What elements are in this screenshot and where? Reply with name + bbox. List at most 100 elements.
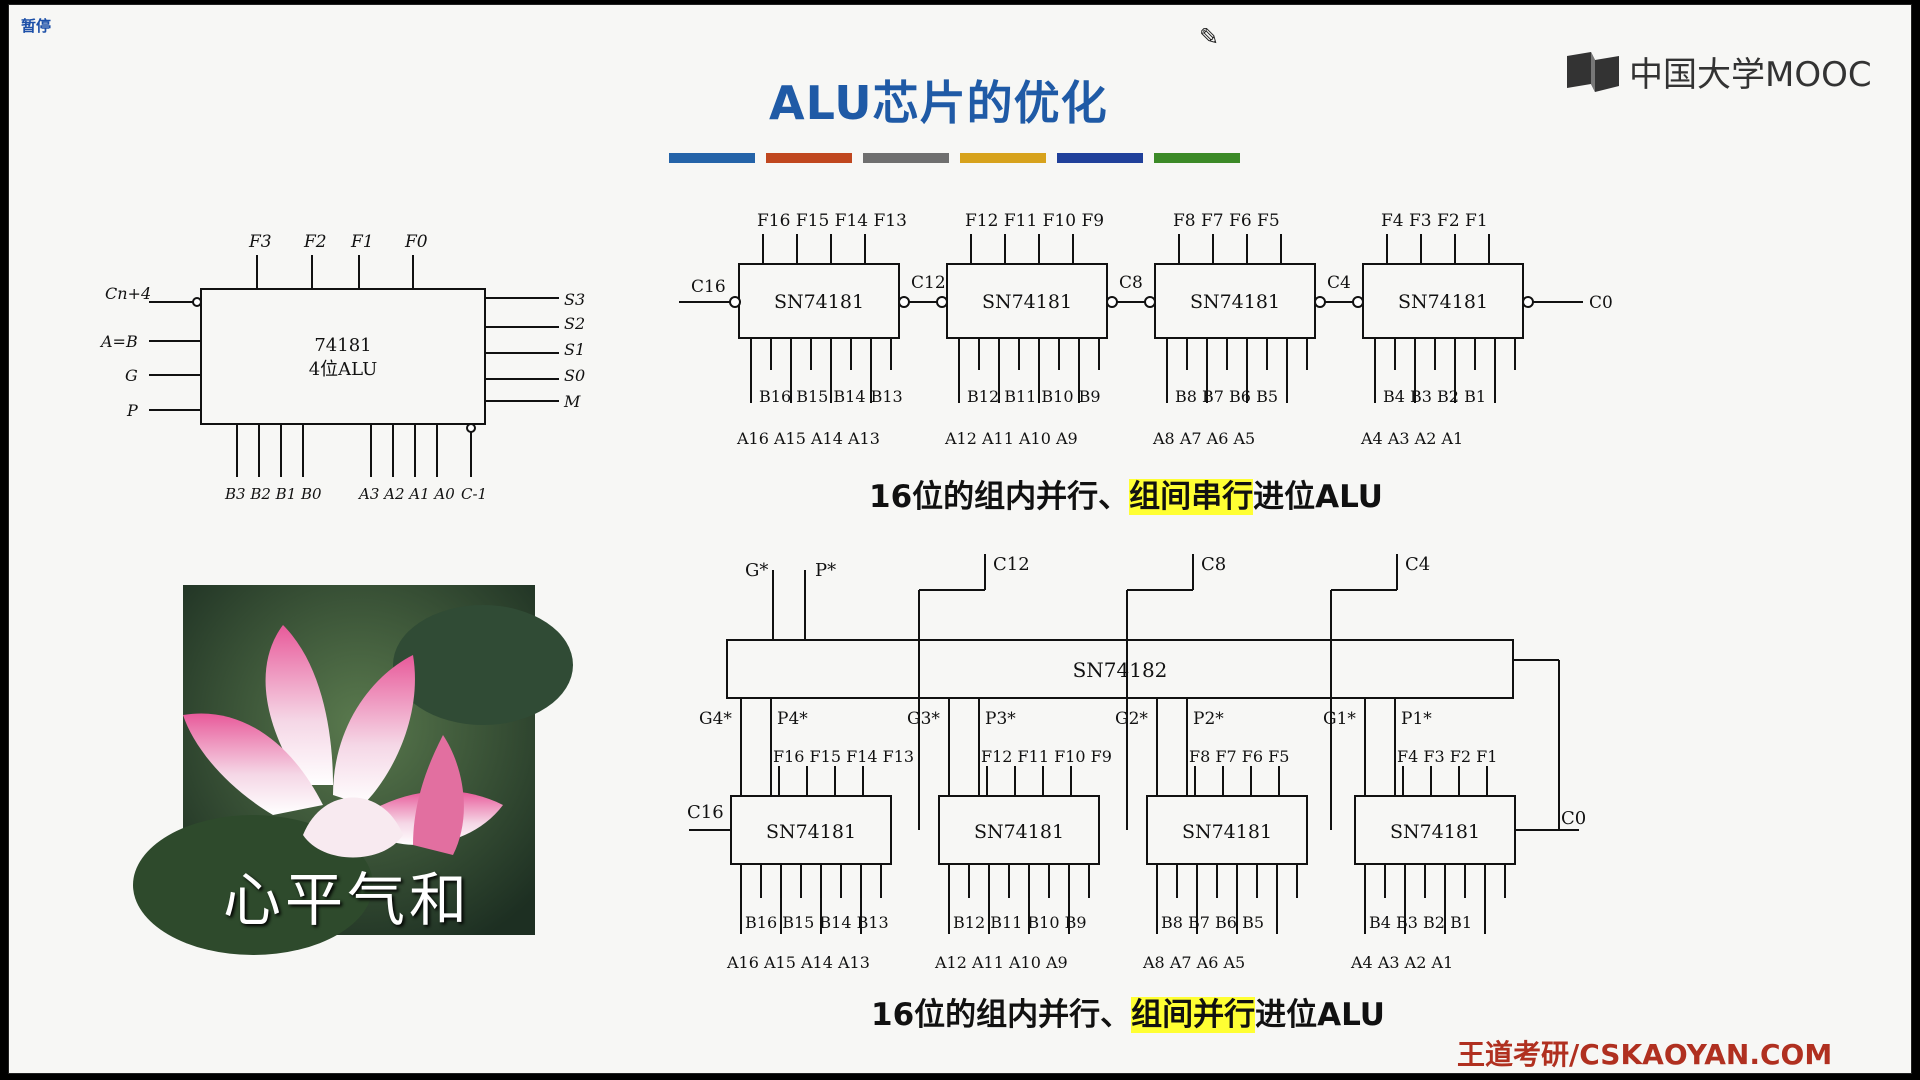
mooc-logo: 中国大学MOOC [1565, 47, 1872, 96]
carry-label: C8 [1119, 273, 1143, 293]
b-group-label: B8 B7 B6 B5 [1175, 387, 1278, 406]
carry-bubble [1522, 296, 1534, 308]
sn74181-chip [1146, 795, 1308, 865]
color-bar-segment [863, 153, 949, 163]
f-group-label: F4 F3 F2 F1 [1381, 211, 1488, 231]
color-bar-segment [669, 153, 755, 163]
pin-s0: S0 [564, 366, 585, 385]
b-group-label: B12 B11 B10 B9 [953, 913, 1087, 932]
gstar-label: G* [745, 560, 768, 581]
color-bar-segment [1057, 153, 1143, 163]
serial-caption-pre: 16位的组内并行、 [869, 479, 1130, 515]
lookahead-label: SN74182 [1073, 658, 1168, 682]
carry-bubble [1106, 296, 1118, 308]
parallel-caption: 16位的组内并行、组间并行进位ALU [871, 989, 1385, 1034]
a-group-label: A16 A15 A14 A13 [726, 953, 870, 972]
chip-label: SN74181 [1390, 821, 1480, 843]
color-bar-segment [766, 153, 852, 163]
parallel-caption-post: 进位ALU [1255, 997, 1385, 1033]
parallel-caption-highlight: 组间并行 [1131, 997, 1256, 1033]
g-label: G4* [699, 709, 732, 729]
serial-caption-post: 进位ALU [1253, 479, 1383, 515]
pin-f1: F1 [350, 232, 374, 252]
g-label: G2* [1115, 709, 1148, 729]
carry-label: C16 [691, 277, 726, 297]
pin-aeqb: A=B [99, 332, 138, 351]
carry-bubble [898, 296, 910, 308]
slide: 暂停 ✎ ALU芯片的优化 中国大学MOOC 74181 4位ALU F3 F2… [8, 4, 1912, 1074]
carry-label: C0 [1589, 293, 1613, 313]
sn74181-chip [938, 795, 1100, 865]
b-group-label: B16 B15 B14 B13 [745, 913, 889, 932]
meme-caption: 心平气和 [223, 866, 472, 934]
book-icon [1567, 51, 1619, 92]
parallel-caption-pre: 16位的组内并行、 [871, 997, 1132, 1033]
p-label: P4* [777, 709, 808, 729]
carry-bubble [1314, 296, 1326, 308]
carry-out-label: C12 [993, 554, 1030, 575]
pin-g: G [125, 366, 138, 385]
slide-title: ALU芯片的优化 [769, 76, 1108, 130]
pin-m: M [563, 392, 581, 411]
pencil-icon[interactable]: ✎ [1199, 23, 1220, 51]
f-group-label: F12 F11 F10 F9 [981, 747, 1112, 766]
a-group-label: A8 A7 A6 A5 [1142, 953, 1245, 972]
g-label: G3* [907, 709, 940, 729]
pins-b: B3 B2 B1 B0 [224, 485, 322, 503]
pin-c-1: C-1 [461, 485, 487, 503]
pin-s1: S1 [564, 340, 585, 359]
color-bar-segment [960, 153, 1046, 163]
f-group-label: F8 F7 F6 F5 [1189, 747, 1289, 766]
chip-label: SN74181 [1190, 291, 1280, 313]
carry-label: C4 [1327, 273, 1351, 293]
pin-s2: S2 [564, 314, 585, 333]
serial-caption-highlight: 组间串行 [1129, 479, 1254, 515]
f-group-label: F16 F15 F14 F13 [773, 747, 914, 766]
a-group-label: A4 A3 A2 A1 [1350, 953, 1453, 972]
pin-f2: F2 [303, 232, 327, 252]
pin-p: P [126, 401, 138, 420]
carry-bubble [1144, 296, 1156, 308]
carry-in-label: C0 [1561, 808, 1586, 829]
sn74182-chip [726, 639, 1514, 699]
lotus-meme-image: 心平气和 [133, 585, 573, 955]
pin-s3: S3 [564, 290, 585, 309]
logo-text: 中国大学MOOC [1629, 55, 1872, 95]
b-group-label: B4 B3 B2 B1 [1383, 387, 1486, 406]
f-group-label: F4 F3 F2 F1 [1397, 747, 1497, 766]
pin-cn4: Cn+4 [105, 284, 151, 303]
g-label: G1* [1323, 709, 1356, 729]
chip-desc: 4位ALU [309, 359, 378, 380]
p-label: P2* [1193, 709, 1224, 729]
carry-bubble [729, 296, 741, 308]
a-group-label: A12 A11 A10 A9 [934, 953, 1068, 972]
carry-out-label: C8 [1201, 554, 1226, 575]
chip-label: SN74181 [774, 291, 864, 313]
f-group-label: F16 F15 F14 F13 [757, 211, 907, 231]
chip-label: SN74181 [982, 291, 1072, 313]
pstar-label: P* [815, 560, 836, 581]
chip-name: 74181 [314, 335, 371, 356]
carry-out-label: C4 [1405, 554, 1430, 575]
p-label: P1* [1401, 709, 1432, 729]
footer-watermark: 王道考研/CSKAOYAN.COM [1457, 1038, 1833, 1071]
a-group-label: A12 A11 A10 A9 [944, 429, 1078, 448]
pause-indicator[interactable]: 暂停 [21, 17, 52, 35]
b-group-label: B12 B11 B10 B9 [967, 387, 1101, 406]
p-label: P3* [985, 709, 1016, 729]
chip-label: SN74181 [766, 821, 856, 843]
carry-label: C12 [911, 273, 946, 293]
b-group-label: B8 B7 B6 B5 [1161, 913, 1264, 932]
alu-74181-diagram: 74181 4位ALU F3 F2 F1 F0 Cn+4 A=B G P S3 … [99, 232, 585, 503]
chip-label: SN74181 [1182, 821, 1272, 843]
serial-caption: 16位的组内并行、组间串行进位ALU [869, 471, 1383, 516]
f-group-label: F8 F7 F6 F5 [1173, 211, 1280, 231]
chip-label: SN74181 [974, 821, 1064, 843]
pin-f3: F3 [248, 232, 272, 252]
f-group-label: F12 F11 F10 F9 [965, 211, 1104, 231]
a-group-label: A4 A3 A2 A1 [1360, 429, 1463, 448]
carry-bubble [936, 296, 948, 308]
chip-label: SN74181 [1398, 291, 1488, 313]
